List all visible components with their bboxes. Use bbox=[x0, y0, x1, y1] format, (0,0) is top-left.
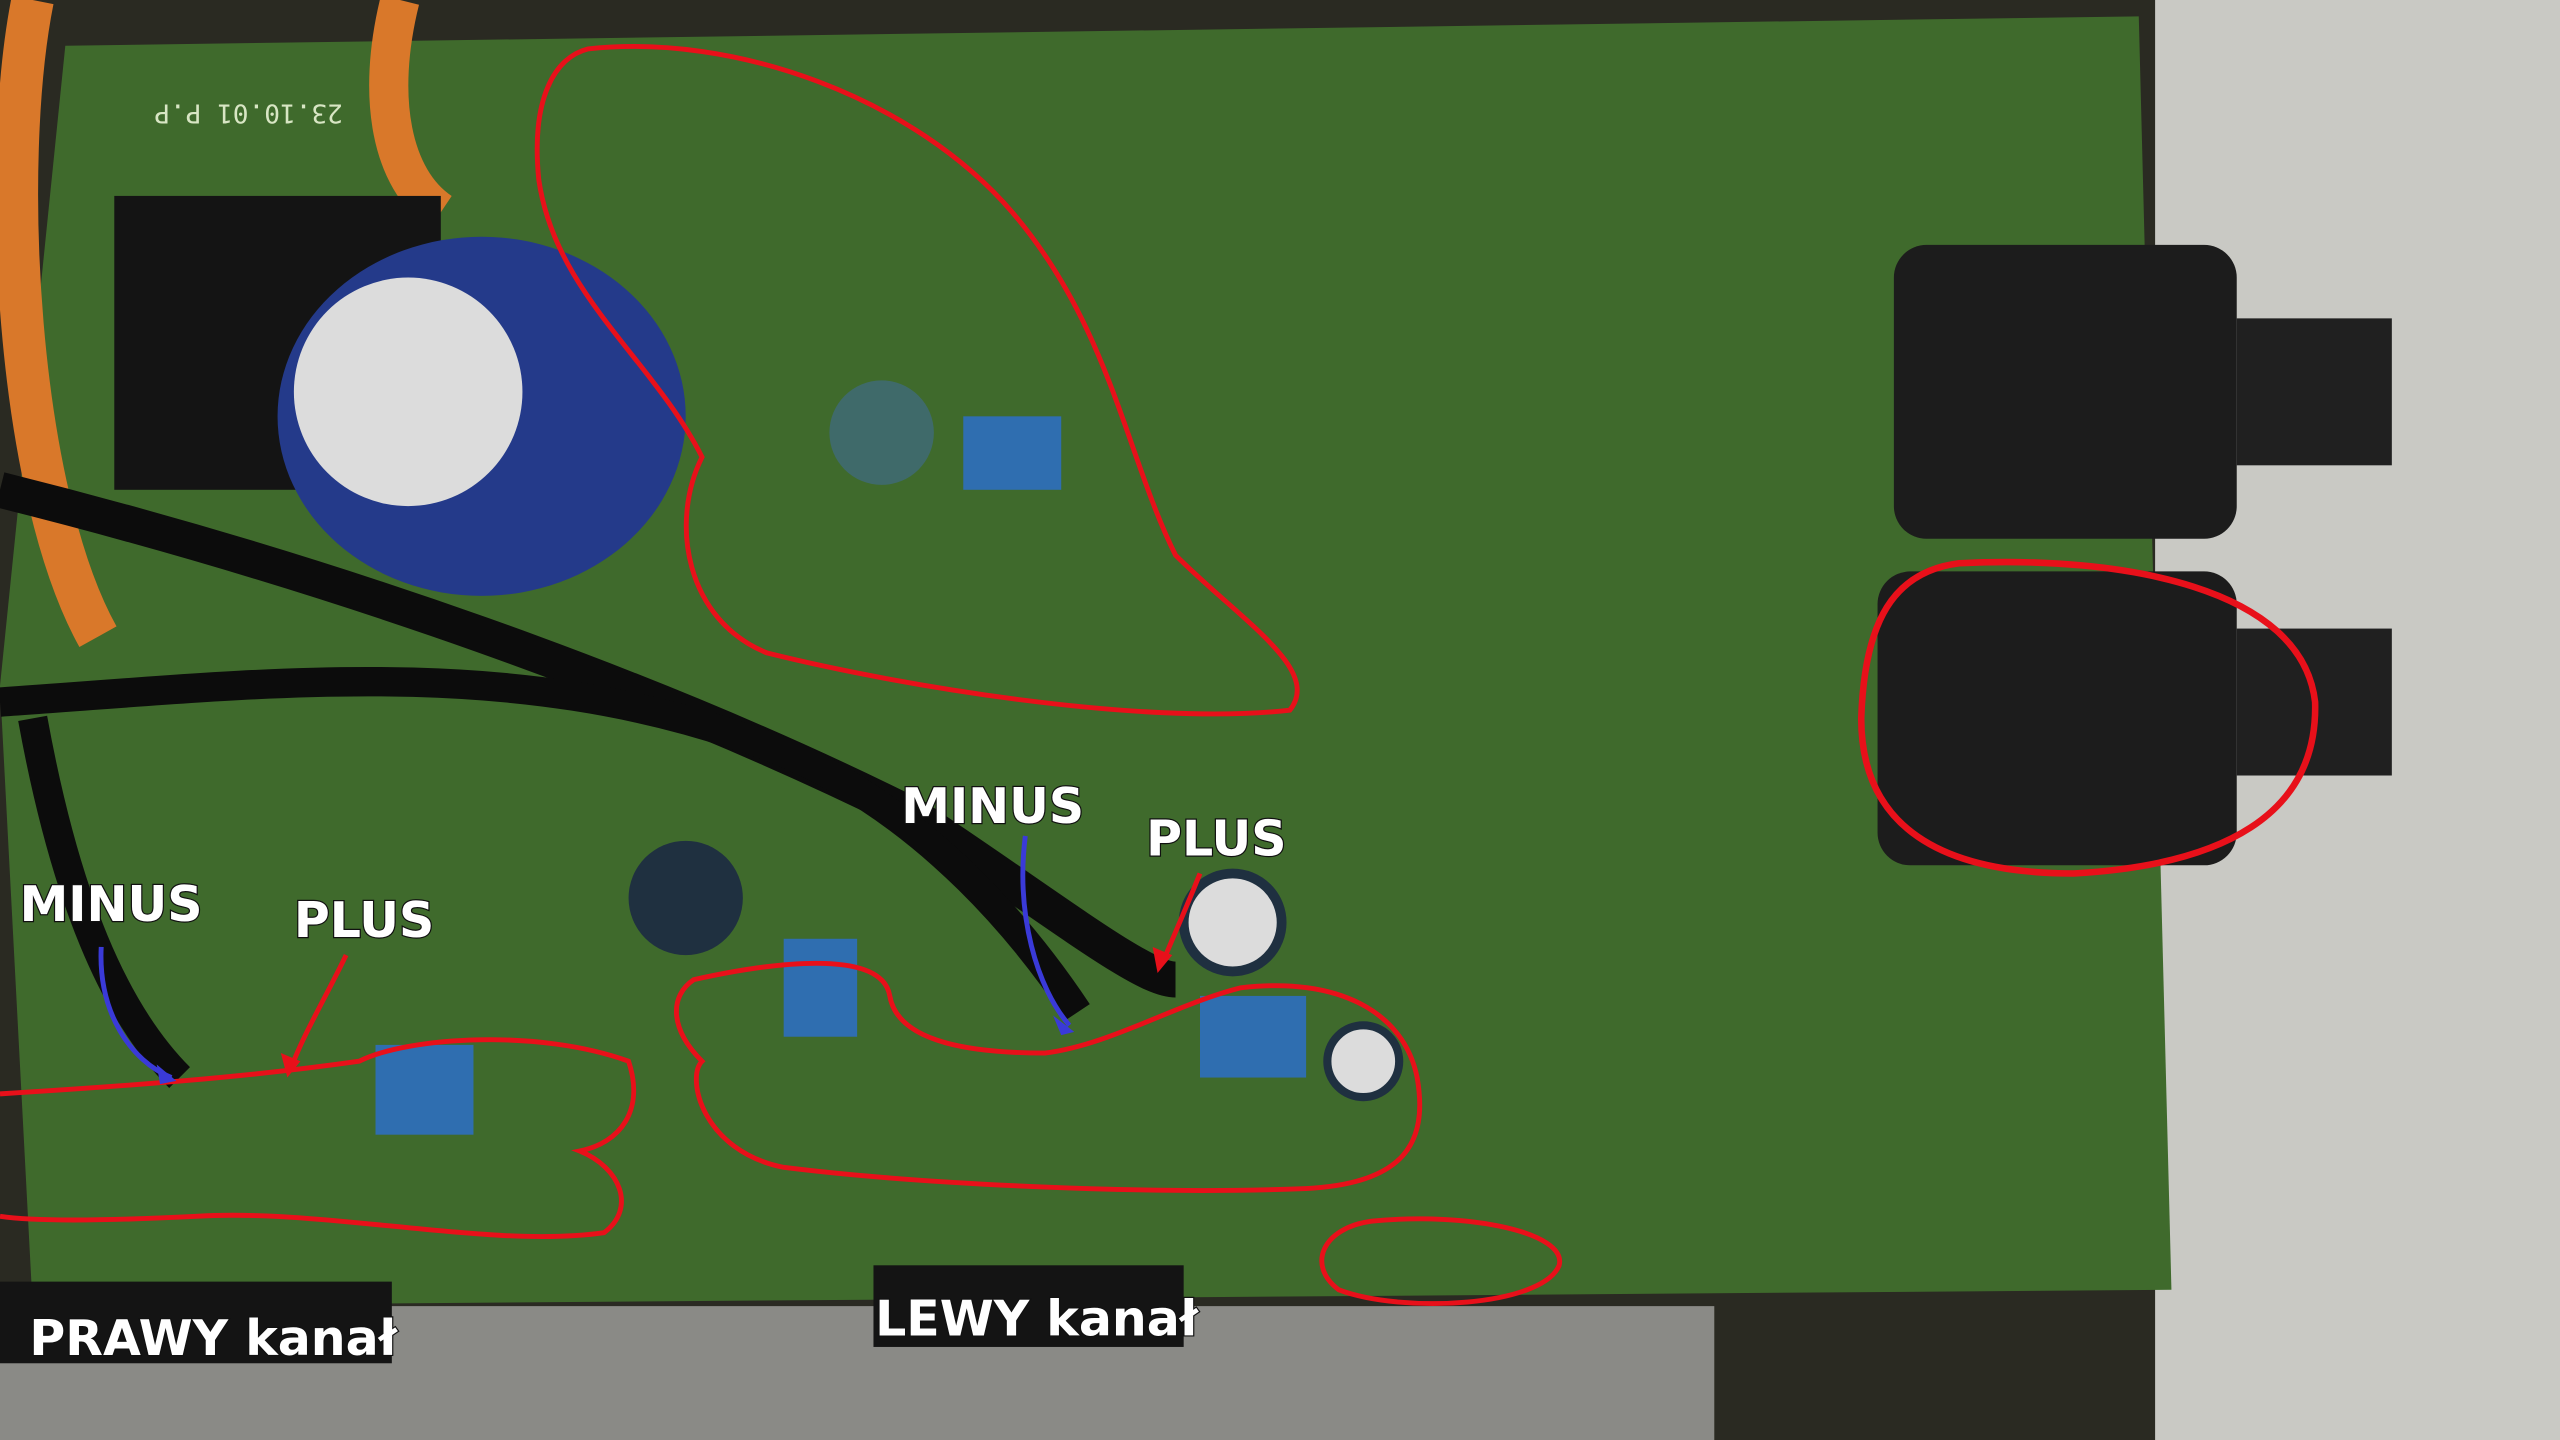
capacitor-top bbox=[293, 277, 523, 507]
capacitor bbox=[628, 840, 743, 956]
right-minus-label: MINUS bbox=[20, 876, 203, 933]
right-plus-label: PLUS bbox=[294, 892, 434, 949]
board-print: 23.10.01 P.P bbox=[154, 97, 343, 127]
film-capacitor bbox=[783, 938, 858, 1037]
orange-cable bbox=[0, 0, 117, 648]
film-capacitor bbox=[963, 416, 1062, 490]
jack-thread bbox=[2236, 318, 2392, 466]
highlight-outline-left-channel bbox=[673, 960, 1423, 1193]
minus-arrowhead-icon bbox=[156, 1064, 177, 1085]
power-transistor bbox=[0, 1281, 392, 1364]
film-capacitor bbox=[1200, 995, 1307, 1078]
jack-connector-top bbox=[1893, 244, 2237, 539]
film-capacitor bbox=[375, 1044, 474, 1135]
right-channel-label: PRAWY kanał bbox=[29, 1310, 398, 1367]
minus-arrowhead-icon bbox=[1053, 1015, 1075, 1036]
black-cable bbox=[18, 715, 191, 1088]
highlight-outline-preamp bbox=[534, 44, 1300, 717]
plus-arrowhead-icon bbox=[1152, 946, 1173, 974]
left-minus-label: MINUS bbox=[901, 778, 1084, 835]
left-plus-label: PLUS bbox=[1146, 811, 1286, 868]
minus-arrow-icon bbox=[98, 946, 173, 1080]
capacitor bbox=[829, 380, 934, 485]
plus-arrowhead-icon bbox=[280, 1053, 301, 1078]
highlight-outline-jumper bbox=[1319, 1216, 1562, 1307]
capacitor bbox=[1323, 1021, 1404, 1102]
highlight-outline-right-channel bbox=[0, 1037, 636, 1239]
black-cable bbox=[0, 666, 1090, 1021]
left-channel-label: LEWY kanał bbox=[875, 1291, 1200, 1348]
jack-connector-bottom bbox=[1877, 571, 2237, 866]
highlight-outline-jack bbox=[1857, 558, 2319, 877]
capacitor bbox=[1178, 868, 1287, 977]
minus-arrow-icon bbox=[1020, 835, 1072, 1027]
power-transistor bbox=[873, 1265, 1184, 1347]
plus-arrow-icon bbox=[288, 954, 349, 1071]
